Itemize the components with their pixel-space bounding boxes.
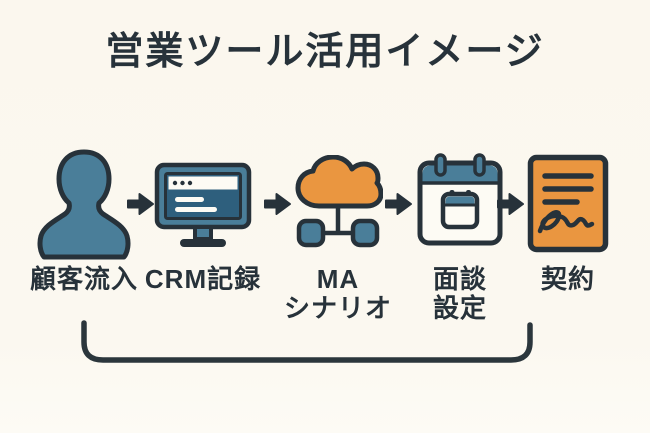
arrow-right-icon — [125, 191, 155, 217]
contract-document-icon — [508, 148, 628, 262]
step-customer-inflow: 顧客流入 — [24, 148, 144, 294]
arrow-right-icon — [495, 191, 525, 217]
flow-span-bracket — [81, 320, 533, 363]
arrow-right-icon — [262, 191, 292, 217]
ma-cloud-network-icon — [278, 148, 398, 262]
step-label: 契約 — [540, 264, 595, 294]
crm-monitor-icon — [143, 148, 263, 262]
step-contract: 契約 — [508, 148, 628, 294]
step-label: MA シナリオ — [283, 264, 392, 324]
person-icon — [24, 148, 144, 262]
meeting-calendar-icon — [400, 148, 520, 262]
step-crm-record: CRM記録 — [143, 148, 263, 294]
page-title: 営業ツール活用イメージ — [105, 31, 545, 73]
step-meeting-setup: 面談 設定 — [400, 148, 520, 323]
step-label: 顧客流入 — [29, 264, 138, 294]
arrow-right-icon — [383, 191, 413, 217]
step-label: 面談 設定 — [432, 264, 487, 324]
step-ma-scenario: MA シナリオ — [278, 148, 398, 323]
step-label: CRM記録 — [144, 264, 262, 294]
